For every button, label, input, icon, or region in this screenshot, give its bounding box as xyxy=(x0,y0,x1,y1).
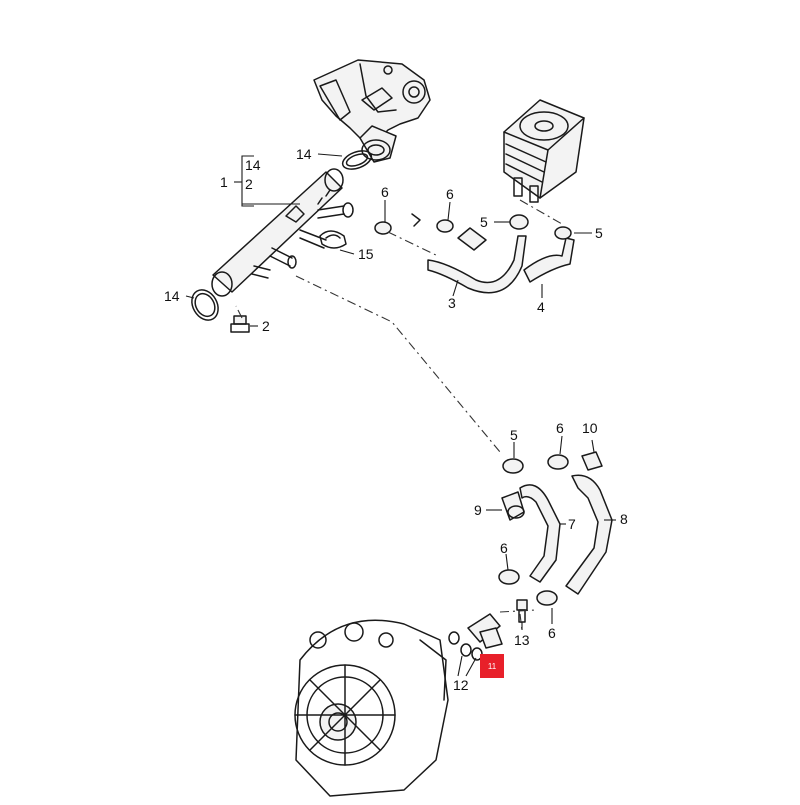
union-fitting xyxy=(448,613,503,661)
callout-6-a: 6 xyxy=(381,184,389,200)
callout-2-bracket: 2 xyxy=(245,176,253,192)
alternator xyxy=(294,619,449,797)
callout-7: 7 xyxy=(568,516,576,532)
callout-8: 8 xyxy=(620,511,628,527)
hose-3 xyxy=(427,235,527,294)
callout-14-left: 14 xyxy=(164,288,180,304)
retaining-clip xyxy=(319,230,347,249)
highlight-badge-box[interactable] xyxy=(480,654,504,678)
o-ring-lower-inner xyxy=(194,292,216,318)
hose-clamps-lower xyxy=(498,454,569,606)
hose-clamps-upper xyxy=(374,213,572,240)
callout-4: 4 xyxy=(537,299,545,315)
hose-8 xyxy=(565,474,613,595)
highlight-badge[interactable]: 11 xyxy=(480,654,504,678)
callout-1: 1 xyxy=(220,174,228,190)
callout-10: 10 xyxy=(582,420,598,436)
sleeve-upper xyxy=(457,227,487,251)
callout-13: 13 xyxy=(514,632,530,648)
callout-5-c: 5 xyxy=(510,427,518,443)
callout-14-top: 14 xyxy=(296,146,312,162)
highlight-badge-label: 11 xyxy=(488,662,497,671)
callout-5-b: 5 xyxy=(595,225,603,241)
callout-2-plug: 2 xyxy=(262,318,270,334)
coolant-distribution-pipe xyxy=(211,168,354,297)
oil-cooler xyxy=(503,99,585,203)
sleeve-10 xyxy=(581,451,603,471)
leader-lines xyxy=(185,153,616,677)
callout-12: 12 xyxy=(453,677,469,693)
o-ring-lower xyxy=(191,289,219,321)
callout-6-e: 6 xyxy=(548,625,556,641)
hose-4 xyxy=(523,237,575,283)
callout-9: 9 xyxy=(474,502,482,518)
callout-15: 15 xyxy=(358,246,374,262)
o-ring-upper-inner xyxy=(345,153,369,167)
o-ring-upper xyxy=(341,150,373,170)
callout-6-c: 6 xyxy=(556,420,564,436)
callout-6-b: 6 xyxy=(446,186,454,202)
callout-14-bracket: 14 xyxy=(245,157,261,173)
coolant-flange-housing xyxy=(313,59,431,163)
callout-numbers: 1 14 2 14 14 2 15 6 6 5 5 3 4 5 6 10 9 7… xyxy=(164,146,628,693)
callout-6-d: 6 xyxy=(500,540,508,556)
callout-3: 3 xyxy=(448,295,456,311)
hose-7 xyxy=(519,484,561,583)
drain-plug xyxy=(230,315,250,333)
callout-5-a: 5 xyxy=(480,214,488,230)
cap-9 xyxy=(501,491,525,521)
